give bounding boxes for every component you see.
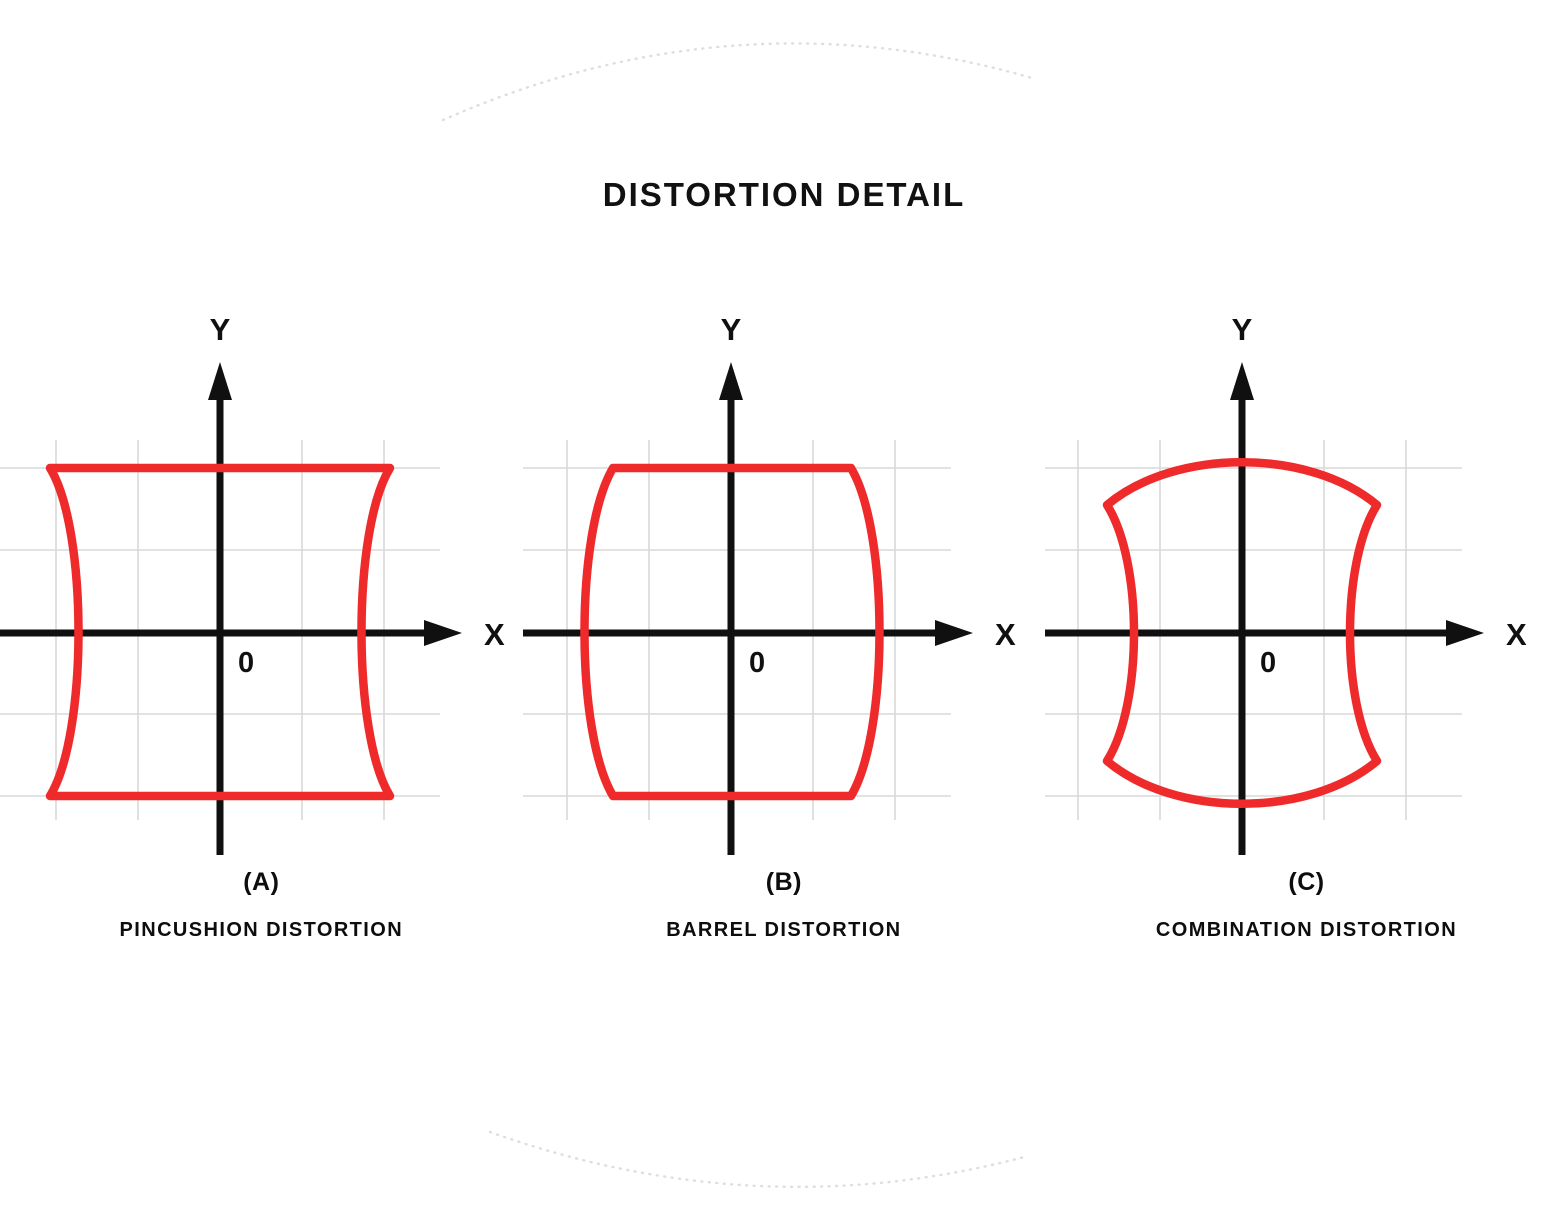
y-axis-arrowhead [207, 362, 232, 401]
plot-barrel: Y X 0 [522, 312, 1016, 855]
axes-pincushion [0, 362, 462, 855]
page-title: DISTORTION DETAIL [602, 176, 966, 213]
caption-letter-b: (B) [765, 868, 802, 896]
combination-shape [1102, 458, 1382, 808]
panels-row: Y X 0 (A) PINCUSHION DISTORTION [0, 300, 1568, 980]
plot-combination: Y X 0 [1045, 312, 1527, 855]
decorative-dotted-arc-bottom [488, 1130, 1030, 1189]
y-axis-label: Y [1232, 312, 1253, 347]
origin-label: 0 [238, 647, 254, 679]
panel-barrel: Y X 0 (B) BARREL DISTORTION [522, 300, 1046, 980]
y-axis-label: Y [720, 312, 741, 347]
x-axis-arrowhead [423, 619, 462, 646]
barrel-shape [579, 463, 884, 801]
panel-pincushion: Y X 0 (A) PINCUSHION DISTORTION [0, 300, 523, 980]
axes-barrel [522, 362, 973, 855]
decorative-dotted-arc-top [441, 42, 1034, 122]
y-axis-arrowhead [718, 362, 743, 401]
y-axis-label: Y [210, 312, 231, 347]
caption-name-c: COMBINATION DISTORTION [1155, 919, 1458, 941]
x-axis-arrowhead [1446, 619, 1485, 646]
caption-letter-c: (C) [1288, 868, 1325, 896]
pincushion-shape [45, 463, 395, 801]
origin-label: 0 [749, 647, 765, 679]
origin-label: 0 [1260, 647, 1276, 679]
axes-combination [1045, 362, 1485, 855]
caption-name-a: PINCUSHION DISTORTION [119, 919, 404, 941]
caption-letter-a: (A) [243, 868, 280, 896]
y-axis-arrowhead [1230, 362, 1255, 401]
x-axis-label: X [484, 617, 505, 652]
panel-combination: Y X 0 (C) COMBINATION DISTORTION [1045, 300, 1568, 980]
x-axis-label: X [995, 617, 1016, 652]
plot-pincushion: Y X 0 [0, 312, 505, 855]
caption-name-b: BARREL DISTORTION [666, 919, 902, 941]
x-axis-label: X [1506, 617, 1527, 652]
x-axis-arrowhead [934, 619, 973, 646]
